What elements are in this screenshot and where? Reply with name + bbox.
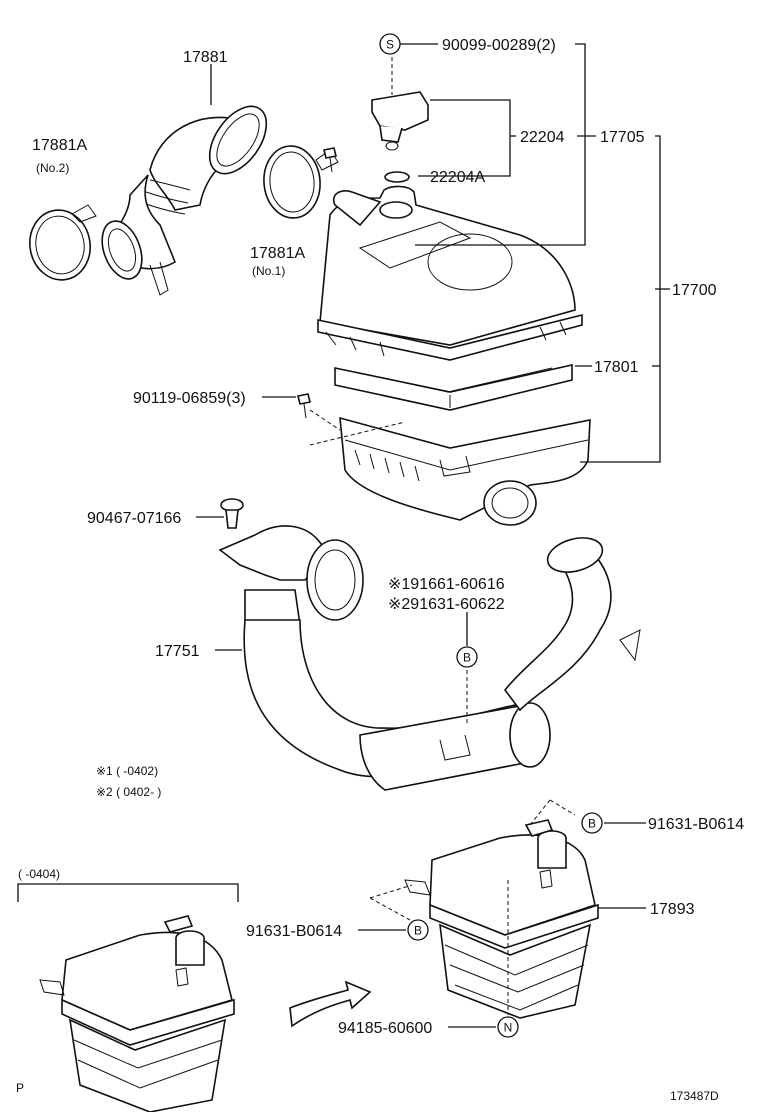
air-cleaner-cap-17705 (317, 185, 583, 361)
label-22204: 22204 (520, 129, 565, 146)
svg-text:B: B (588, 817, 596, 831)
marker-b-hose: B (456, 646, 478, 668)
label-90119-06859: 90119-06859(3) (133, 390, 246, 407)
figure-id: 173487D (670, 1089, 719, 1103)
clamp-17881A-no2 (29, 204, 97, 281)
marker-s: S (379, 33, 401, 55)
label-17751: 17751 (155, 643, 200, 660)
note-1: ※1 ( -0402) (96, 764, 158, 778)
label-17700: 17700 (672, 282, 717, 299)
label-17893: 17893 (650, 901, 695, 918)
label-17881: 17881 (183, 49, 228, 66)
label-no1: (No.1) (252, 264, 285, 278)
label-90467-07166: 90467-07166 (87, 510, 181, 527)
screw-90099 (323, 147, 337, 173)
marker-n: N (497, 1016, 519, 1038)
note-2: ※2 ( 0402- ) (96, 785, 161, 799)
label-17881A-no1: 17881A (250, 245, 305, 262)
svg-text:B: B (463, 651, 471, 665)
label-range-0404: ( -0404) (18, 867, 60, 881)
label-p: P (16, 1081, 24, 1095)
label-91631-B0614-top: 91631-B0614 (648, 816, 744, 833)
label-94185-60600: 94185-60600 (338, 1020, 432, 1037)
label-91661-60616: ※191661-60616 (388, 576, 505, 593)
label-17881A-no2: 17881A (32, 137, 87, 154)
airflow-sensor-22204 (371, 50, 429, 183)
resonator-earlier-model (39, 915, 235, 1112)
label-90099-00289: 90099-00289(2) (442, 37, 556, 54)
range-bracket (17, 883, 239, 902)
intake-air-hose-17751 (218, 525, 641, 791)
label-17801: 17801 (594, 359, 639, 376)
label-91631-60622: ※291631-60622 (388, 596, 505, 613)
intake-hose-17881 (101, 105, 268, 296)
label-91631-B0614-side: 91631-B0614 (246, 923, 342, 940)
transition-arrow (289, 980, 372, 1028)
resonator-17893 (369, 799, 599, 1019)
marker-b-top: B (581, 812, 603, 834)
screw-90467 (220, 498, 244, 529)
leader-lines (196, 43, 670, 1028)
svg-text:S: S (386, 38, 394, 52)
label-17705: 17705 (600, 129, 645, 146)
label-no2: (No.2) (36, 161, 69, 175)
svg-text:B: B (414, 924, 422, 938)
air-filter-element-17801 (334, 364, 573, 411)
marker-b-side: B (407, 919, 429, 941)
screw-90119 (297, 393, 311, 419)
svg-text:N: N (504, 1021, 513, 1035)
air-cleaner-case (309, 409, 591, 526)
clamp-17881A-no1 (263, 145, 339, 219)
label-22204A: 22204A (430, 169, 485, 186)
